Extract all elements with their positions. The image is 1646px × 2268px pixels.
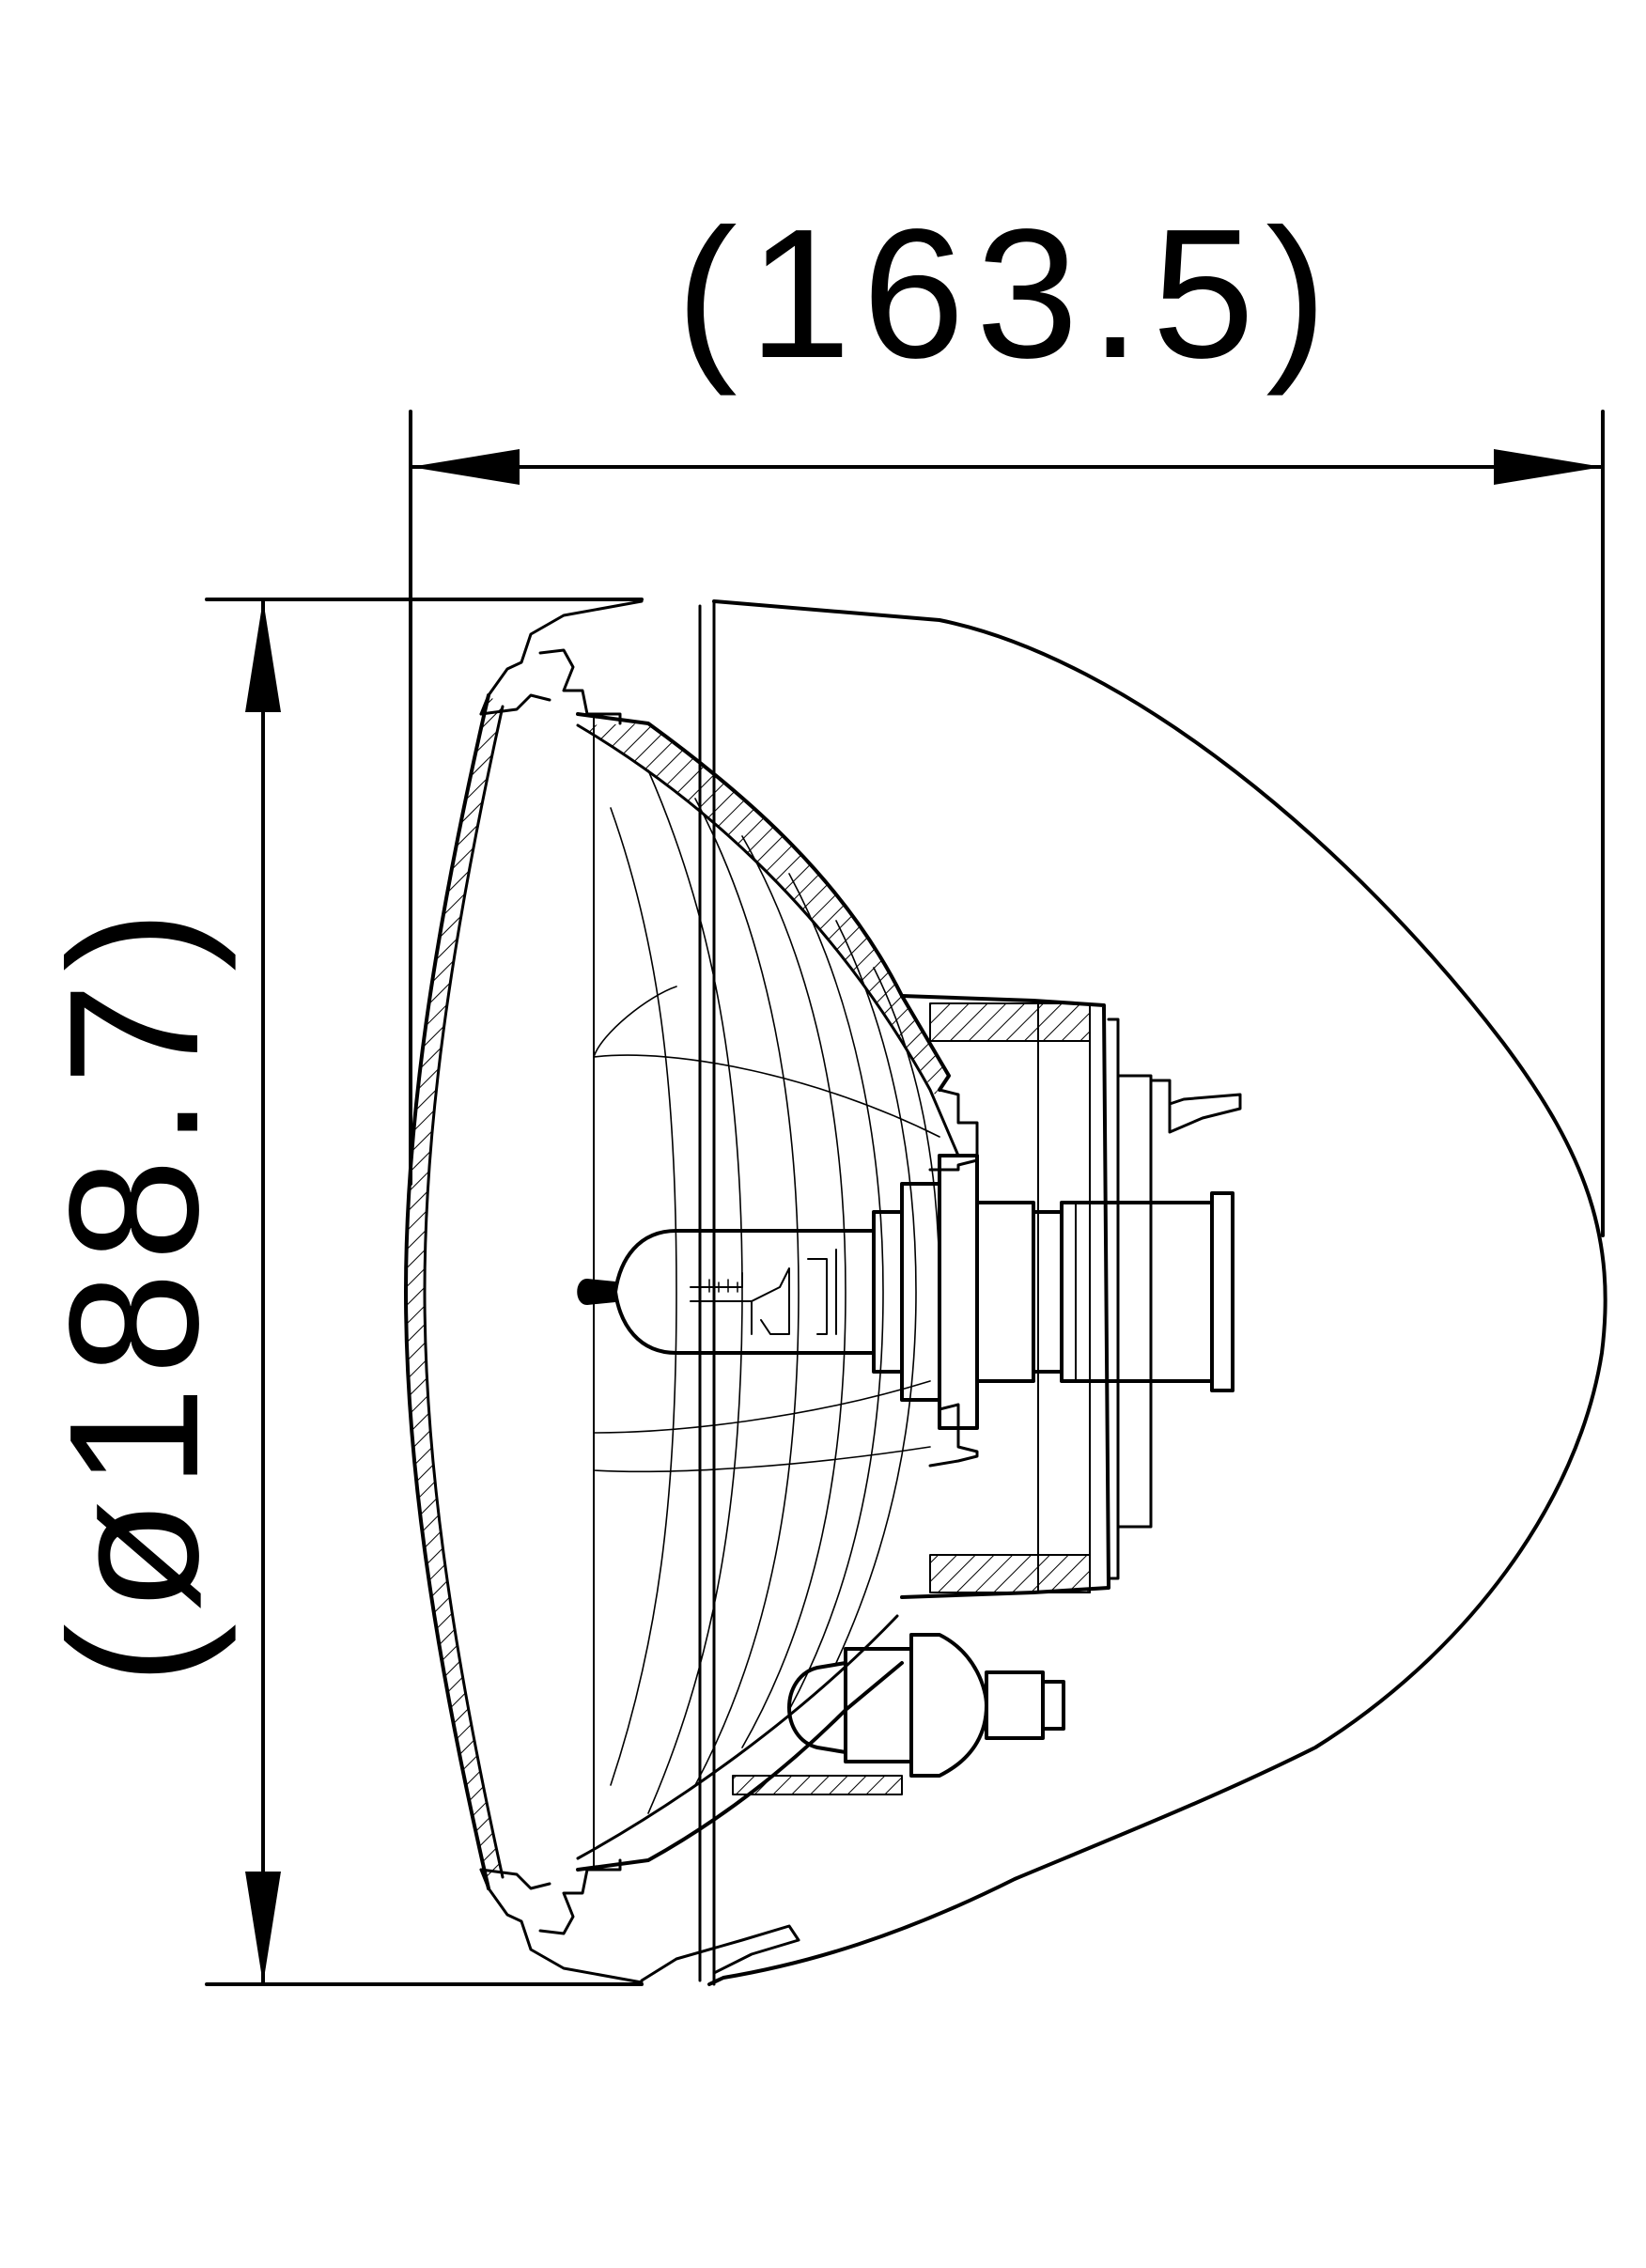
bulb-base-ring [938, 1154, 979, 1430]
lens-flange [479, 693, 551, 1890]
bulb-base-collar [872, 1210, 904, 1374]
bulb-glass [613, 1229, 876, 1355]
parking-light-hatch [732, 1775, 903, 1795]
bulb-base-body [975, 1201, 1035, 1383]
bezel [479, 599, 644, 1984]
diameter-dimension-label: (ø188.7) [31, 899, 237, 1685]
width-dimension [409, 410, 1605, 1237]
socket-assembly [900, 994, 1242, 1599]
bulb-tip-icon [577, 1279, 616, 1305]
width-arrow-right-icon [1494, 449, 1603, 485]
bulb-filament-ticks [699, 1279, 738, 1293]
bracket [928, 1088, 979, 1468]
reflector-hatch-top [578, 723, 949, 1095]
diameter-arrow-top-icon [245, 599, 281, 712]
bulb-terminal-cap [1210, 1191, 1234, 1392]
parking-bulb-holder [909, 1633, 988, 1778]
lens-hatch-band [406, 695, 503, 1888]
bulb [577, 1154, 1234, 1430]
reflector-outer [576, 712, 951, 1872]
reflector-facet-lines [593, 769, 940, 1814]
parking-light [732, 1633, 1065, 1795]
socket-rear-housing [1107, 1017, 1153, 1580]
connector-tab [1149, 1079, 1242, 1134]
diameter-arrow-bottom-icon [245, 1872, 281, 1984]
bezel-step-bottom [538, 1858, 622, 1935]
width-dimension-label: (163.5) [675, 191, 1338, 396]
lens [404, 693, 551, 1890]
housing [640, 599, 1607, 1986]
diameter-dimension [205, 598, 644, 1986]
housing-outline [707, 599, 1607, 1986]
parking-bulb-terminal [985, 1670, 1045, 1740]
bulb-terminal-plug [1060, 1201, 1214, 1383]
parking-bulb-glass [787, 1661, 847, 1754]
parking-bulb-pin [1041, 1680, 1065, 1731]
bezel-outline [479, 599, 644, 1984]
socket-hatch-top [929, 1002, 1091, 1042]
width-arrow-left-icon [411, 449, 520, 485]
reflector-inner [576, 723, 960, 1860]
housing-bottom-clip [640, 1924, 800, 1982]
bezel-step-top [538, 648, 622, 725]
socket-hatch-bottom [929, 1554, 1091, 1593]
bulb-filament [690, 1249, 837, 1335]
bulb-base-flange [900, 1182, 941, 1402]
